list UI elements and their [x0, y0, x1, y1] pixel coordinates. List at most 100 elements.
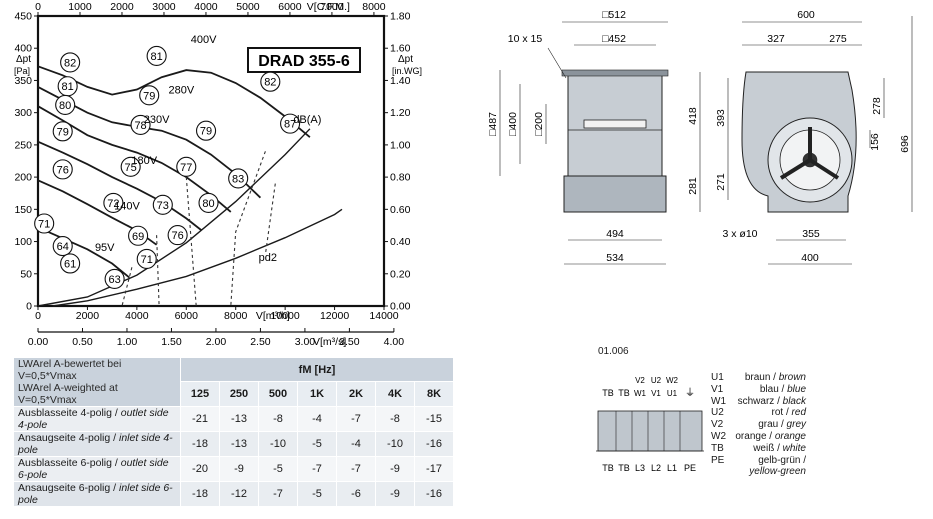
terminal-top-label: U2: [651, 376, 662, 385]
x2-tick-label: 2.00: [206, 336, 227, 348]
x2-tick-label: 0.00: [28, 336, 49, 348]
doc-code: 01.006: [598, 346, 629, 357]
legend-code: U1: [711, 372, 724, 383]
dba-marker-label: 71: [141, 254, 153, 266]
dba-marker: [103, 192, 124, 213]
freq-title: fM [Hz]: [180, 358, 454, 383]
dba-marker-label: 79: [57, 126, 69, 138]
table-row: Ausblasseite 4-polig / outlet side 4-pol…: [14, 406, 454, 432]
legend-color-name: grau / grey: [758, 419, 806, 431]
y-tick-label: 450: [14, 11, 32, 23]
legend-color-name: blau / blue: [759, 383, 806, 395]
y2-axis-label: Δpt: [398, 54, 413, 65]
dim-holes-side-label: 3 x ø10: [722, 228, 757, 240]
legend-color-name: rot / red: [771, 407, 806, 419]
dim-487-label: □487: [487, 112, 499, 136]
dba-marker-label: 71: [38, 219, 50, 231]
front-view-drawing: [499, 21, 669, 265]
dba-marker-label: 87: [284, 119, 296, 131]
dba-marker: [146, 45, 167, 67]
terminal-bottom-label: TB: [618, 463, 630, 473]
x2-tick-label: 3.00: [295, 336, 316, 348]
front-frame-top: [561, 69, 669, 77]
dim-327-label: 327: [767, 33, 785, 45]
dba-marker-label: 82: [64, 57, 76, 69]
band-4k: 4K: [375, 381, 415, 407]
xtop-axis-label: V[C.F.M.]: [307, 1, 350, 13]
dba-marker: [260, 71, 281, 92]
band-1k: 1K: [297, 381, 337, 407]
chart-annotation: 140V: [114, 200, 140, 212]
xtop-tick-label: 0: [35, 1, 41, 13]
dim-512-label: □512: [602, 9, 626, 21]
band-8k: 8K: [414, 381, 454, 407]
y-tick-label: 350: [14, 75, 32, 87]
table-row: Ansaugseite 6-polig / inlet side 6-pole …: [14, 481, 454, 507]
dba-marker-label: 83: [232, 173, 244, 185]
series-line-400V: [37, 65, 311, 138]
terminal-top-label: W1: [634, 389, 647, 398]
dba-marker: [120, 156, 141, 177]
legend-code: U2: [711, 407, 724, 419]
dba-marker-label: 73: [157, 200, 169, 212]
legend-color-name: yellow-green: [749, 466, 806, 478]
dba-marker-label: 72: [107, 198, 119, 210]
y2-tick-label: 0.00: [390, 301, 411, 313]
dba-marker-label: 80: [202, 198, 214, 210]
terminal-bottom-label: PE: [684, 463, 696, 473]
dim-393-label: 393: [715, 109, 727, 127]
side-view-drawing: [699, 16, 913, 265]
terminal-top-label: TB: [618, 388, 630, 398]
dba-marker-label: 78: [134, 120, 146, 132]
chart-title: DRAD 355-6: [258, 53, 350, 70]
dba-marker: [176, 156, 197, 177]
chart-annotation: 280V: [168, 84, 194, 96]
dim-holes-label: 10 x 15: [508, 33, 543, 45]
xtop-tick-label: 6000: [278, 1, 302, 13]
chart-annotation: 180V: [131, 155, 157, 167]
dba-marker: [60, 253, 81, 274]
dba-marker: [34, 213, 55, 234]
xtop-tick-label: 3000: [152, 1, 176, 13]
xtop-tick-label: 1000: [68, 1, 92, 13]
y-tick-label: 250: [14, 139, 32, 151]
wiring-diagram: [596, 410, 704, 452]
dim-156-label: 156: [869, 133, 881, 151]
y2-tick-label: 0.60: [390, 204, 411, 216]
dim-278-label: 278: [871, 97, 883, 115]
title-box: [247, 47, 361, 73]
xtop-tick-label: 5000: [236, 1, 260, 13]
x2-axis-label: V[m³/s]: [313, 336, 346, 348]
y-axis-label: Δpt: [16, 54, 31, 65]
y-tick-label: 150: [14, 204, 32, 216]
y2-tick-label: 0.20: [390, 268, 411, 280]
legend-code: V2: [711, 419, 724, 431]
dba-marker-label: 61: [64, 258, 76, 270]
terminal-bottom-label: L3: [635, 463, 645, 473]
legend-code: TB: [711, 442, 724, 454]
terminal-top-label: TB: [602, 388, 614, 398]
ground-icon: ⏚: [685, 387, 695, 399]
dba-marker-label: 76: [57, 164, 69, 176]
terminal-top-label: W2: [666, 376, 679, 385]
chart-annotation: 400V: [191, 34, 217, 46]
terminal-top-label: V1: [651, 389, 661, 398]
x-tick-label: 14000: [369, 310, 398, 322]
y2-tick-label: 0.80: [390, 172, 411, 184]
dim-452-label: □452: [602, 33, 626, 45]
dba-marker: [139, 85, 160, 106]
x-tick-label: 12000: [320, 310, 349, 322]
dba-marker-label: 81: [62, 81, 74, 93]
legend-code: V1: [711, 383, 724, 395]
dba-marker: [130, 114, 151, 135]
band-500: 500: [258, 381, 298, 407]
front-base: [563, 175, 667, 213]
y-axis-unit: [Pa]: [14, 66, 30, 76]
y-tick-label: 100: [14, 236, 32, 248]
chart-annotation: dB(A): [293, 114, 321, 126]
y-tick-label: 300: [14, 107, 32, 119]
terminal-top-label: U1: [667, 389, 678, 398]
chart-annotation: 95V: [95, 242, 115, 254]
dashed-boundary-line: [121, 267, 133, 307]
